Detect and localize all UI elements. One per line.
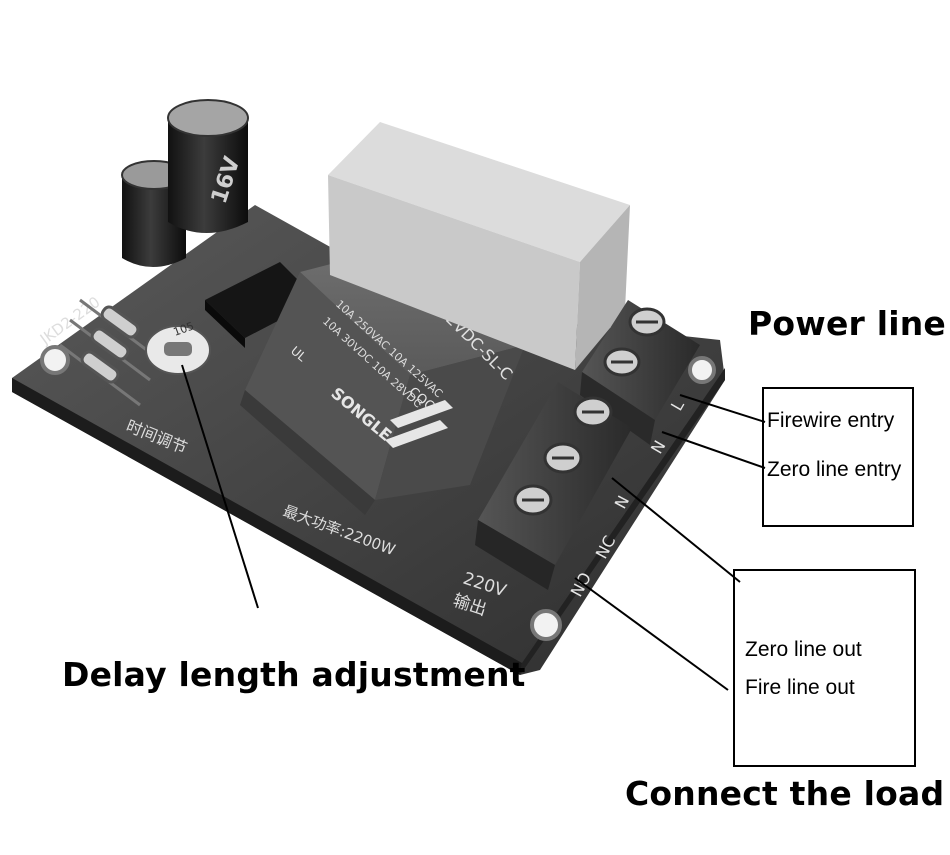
potentiometer: 105 <box>145 319 211 375</box>
pointer-line-zero-out <box>611 477 741 583</box>
ic-chip <box>205 262 318 348</box>
mount-hole <box>530 609 562 641</box>
mount-hole <box>688 356 716 384</box>
callout-box-load <box>733 569 916 767</box>
pointer-line-firewire <box>679 394 766 423</box>
pointer-line-fire-out <box>574 577 729 691</box>
callout-lines <box>181 364 766 691</box>
label-fire-line-out: Fire line out <box>745 676 855 699</box>
callout-box-power <box>762 387 914 527</box>
mount-hole <box>40 345 70 375</box>
capacitor: 16V <box>167 99 249 233</box>
resistors <box>59 298 161 407</box>
pointer-line-zero-entry <box>661 431 766 469</box>
label-connect-load: Connect the load <box>625 774 945 813</box>
x2-capacitor-block <box>328 122 630 370</box>
label-firewire-entry: Firewire entry <box>767 409 895 432</box>
label-delay-adjust: Delay length adjustment <box>62 655 526 694</box>
terminal-block-output: N NC NO <box>475 382 633 600</box>
pointer-line-delay <box>181 364 259 609</box>
label-zero-line-out: Zero line out <box>745 638 862 661</box>
relay: SRD-12VDC-SL-C 10A 250VAC 10A 125VAC 10A… <box>240 243 525 515</box>
label-zero-line-entry: Zero line entry <box>767 458 902 481</box>
terminal-block-input: L N <box>580 300 700 457</box>
label-power-line: Power line <box>748 304 946 343</box>
